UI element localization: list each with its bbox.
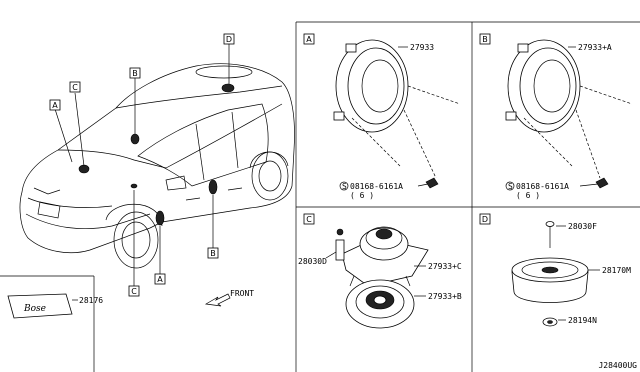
subwoofer-28170m — [511, 257, 589, 303]
svg-text:D: D — [226, 35, 232, 44]
svg-text:B: B — [482, 35, 488, 44]
svg-text:S: S — [508, 182, 513, 191]
svg-text:B: B — [210, 249, 216, 258]
svg-text:FRONT: FRONT — [230, 289, 254, 298]
part-number-27933b: 27933+B — [428, 292, 462, 301]
callout-a-bottom: A — [154, 273, 166, 285]
speaker-marker-b — [130, 133, 140, 145]
svg-text:C: C — [306, 215, 312, 224]
speaker-marker-c — [130, 183, 138, 189]
fastener-a: 08168-6161A — [350, 182, 403, 191]
emblem-part — [7, 293, 73, 319]
bolt-28030f — [545, 221, 555, 248]
callout-c-front: C — [69, 81, 81, 93]
panel-b: B 27933+A S 08168-6161A ( 6 ) — [479, 33, 633, 200]
panel-d: D 28030F 28170M 28194N — [479, 213, 631, 327]
front-arrow-icon — [204, 293, 231, 307]
emblem-panel: Bose 28176 — [7, 293, 103, 319]
screw-b — [579, 177, 609, 189]
panel-a: A 27933 S 08168-6161A ( 6 ) — [303, 33, 461, 200]
callout-b-roof: B — [129, 67, 141, 79]
diagram-code: J28400UG — [598, 361, 637, 370]
part-number-27933: 27933 — [410, 43, 434, 52]
part-number-28030f: 28030F — [568, 222, 597, 231]
part-number-28030d: 28030D — [298, 257, 327, 266]
svg-text:A: A — [306, 35, 312, 44]
panel-grid — [0, 21, 640, 372]
callout-b-bottom: B — [207, 247, 219, 259]
upper-speaker-c — [335, 226, 429, 287]
fastener-a-qty: ( 6 ) — [350, 191, 374, 200]
svg-text:C: C — [72, 83, 78, 92]
svg-text:A: A — [52, 101, 58, 110]
part-number-28170m: 28170M — [602, 266, 631, 275]
screw-a — [417, 177, 439, 189]
speaker-marker-front-door — [155, 210, 165, 226]
vehicle-illustration — [19, 63, 295, 269]
svg-text:S: S — [342, 182, 347, 191]
front-direction-indicator: FRONT — [204, 289, 254, 307]
callout-d-roof: D — [223, 33, 235, 45]
part-number-27933a: 27933+A — [578, 43, 612, 52]
svg-text:Bose: Bose — [23, 304, 46, 314]
emblem-part-number: 28176 — [79, 296, 103, 305]
callout-c-bottom: C — [128, 285, 140, 297]
washer-28194n — [542, 317, 558, 327]
tweeter-speaker-a — [333, 39, 409, 133]
svg-text:A: A — [157, 275, 163, 284]
svg-text:C: C — [131, 287, 137, 296]
fastener-b: 08168-6161A — [516, 182, 569, 191]
part-number-28194n: 28194N — [568, 316, 597, 325]
part-number-27933c: 27933+C — [428, 262, 462, 271]
speaker-marker-d — [221, 83, 235, 93]
lower-speaker-c — [345, 275, 415, 329]
speaker-marker-a — [78, 164, 90, 174]
vehicle-leader-lines — [54, 44, 230, 286]
fastener-b-qty: ( 6 ) — [516, 191, 540, 200]
callout-a-front: A — [49, 99, 61, 111]
speaker-b — [505, 39, 581, 133]
vehicle-speaker-locations — [78, 83, 235, 226]
svg-text:B: B — [132, 69, 138, 78]
speaker-marker-rear-door — [208, 179, 218, 195]
svg-text:D: D — [482, 215, 488, 224]
panel-c: C 28030D 27933+C 27933+B — [298, 213, 462, 329]
